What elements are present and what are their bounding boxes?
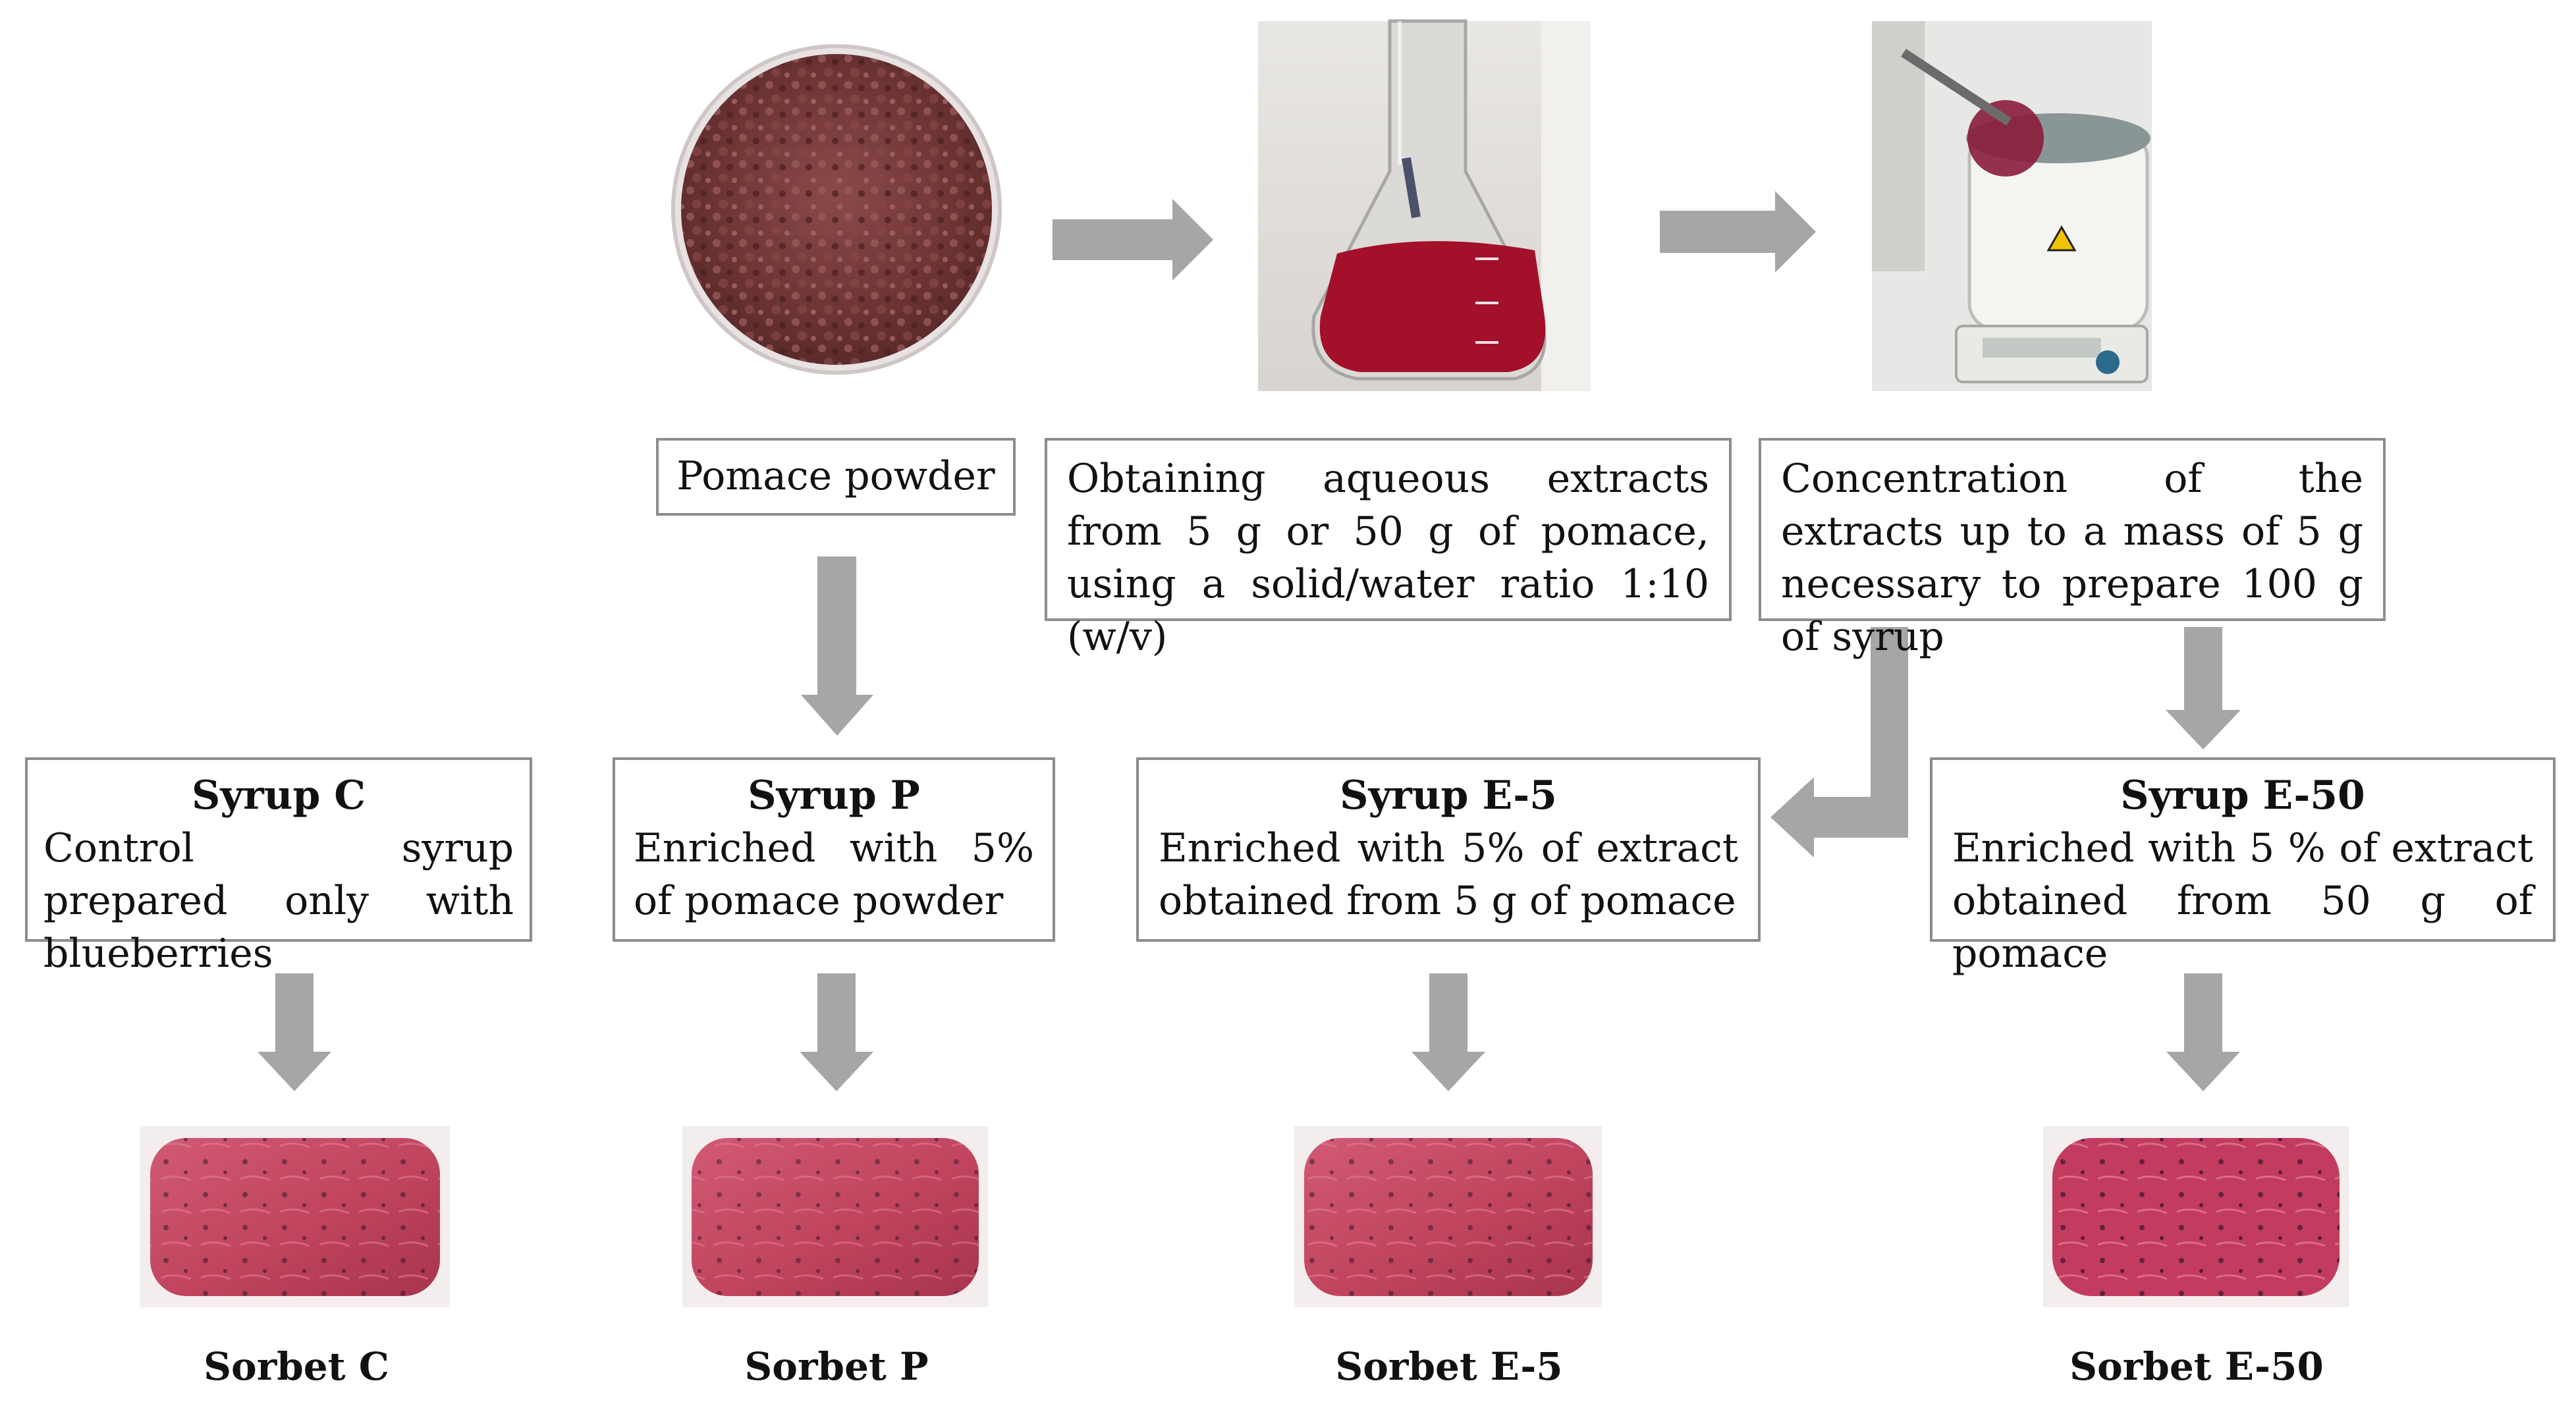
arrow-syrup-e5-to-sorbet-e5: [1411, 973, 1485, 1091]
arrow-concentration-to-syrup-e50: [2166, 627, 2241, 749]
syrup-e50-title: Syrup E-50: [2120, 773, 2365, 819]
syrup-e50-box: Syrup E-50 Enriched with 5 % of extract …: [1930, 757, 2556, 977]
syrup-c-box: Syrup C Control syrup prepared only with…: [25, 757, 532, 977]
arrow-extract-to-concentration: [1660, 191, 1816, 273]
extract-flask-photo: [1258, 19, 1591, 391]
syrup-e50-description: Enriched with 5 % of extract obtained fr…: [1952, 825, 2533, 977]
syrup-c-description: Control syrup prepared only with blueber…: [43, 825, 514, 977]
sorbet-photo: [682, 1126, 988, 1307]
syrup-e5-description: Enriched with 5% of extract obtained fro…: [1159, 825, 1738, 924]
sorbet-e50-label: Sorbet E-50: [2069, 1344, 2324, 1389]
sorbet-e5-label: Sorbet E-5: [1335, 1344, 1563, 1389]
arrow-syrup-c-to-sorbet-c: [258, 973, 331, 1091]
concentration-box: Concentration of the extracts up to a ma…: [1759, 438, 2386, 660]
syrup-p-box: Syrup P Enriched with 5% of pomace powde…: [613, 757, 1055, 942]
syrup-c-title: Syrup C: [191, 773, 366, 819]
pomace-dish-photo: [671, 44, 1002, 375]
rotary-evaporator-photo: [1872, 21, 2152, 391]
sorbet-c-label: Sorbet C: [204, 1344, 389, 1389]
concentration-text: Concentration of the extracts up to a ma…: [1781, 456, 2363, 660]
pomace-powder-label: Pomace powder: [676, 453, 995, 499]
sorbet-photo: [2043, 1126, 2349, 1307]
syrup-e5-box: Syrup E-5 Enriched with 5% of extract ob…: [1136, 757, 1761, 942]
pomace-powder-box: Pomace powder: [656, 438, 1016, 516]
sorbet-photo: [1294, 1126, 1602, 1307]
arrow-pomace-to-extract: [1053, 199, 1213, 281]
arrow-syrup-p-to-sorbet-p: [800, 973, 873, 1091]
arrow-pomace-to-syrup-p: [801, 556, 873, 736]
sorbet-p-label: Sorbet P: [744, 1344, 929, 1389]
extraction-box: Obtaining aqueous extracts from 5 g or 5…: [1045, 438, 1732, 660]
syrup-e5-title: Syrup E-5: [1340, 773, 1557, 819]
arrow-concentration-to-syrup-e5: [1770, 627, 1908, 857]
arrow-syrup-e50-to-sorbet-e50: [2166, 973, 2240, 1091]
syrup-p-title: Syrup P: [748, 773, 920, 819]
sorbet-photo: [140, 1126, 450, 1307]
syrup-p-description: Enriched with 5% of pomace powder: [634, 825, 1034, 924]
extraction-text: Obtaining aqueous extracts from 5 g or 5…: [1067, 456, 1709, 660]
